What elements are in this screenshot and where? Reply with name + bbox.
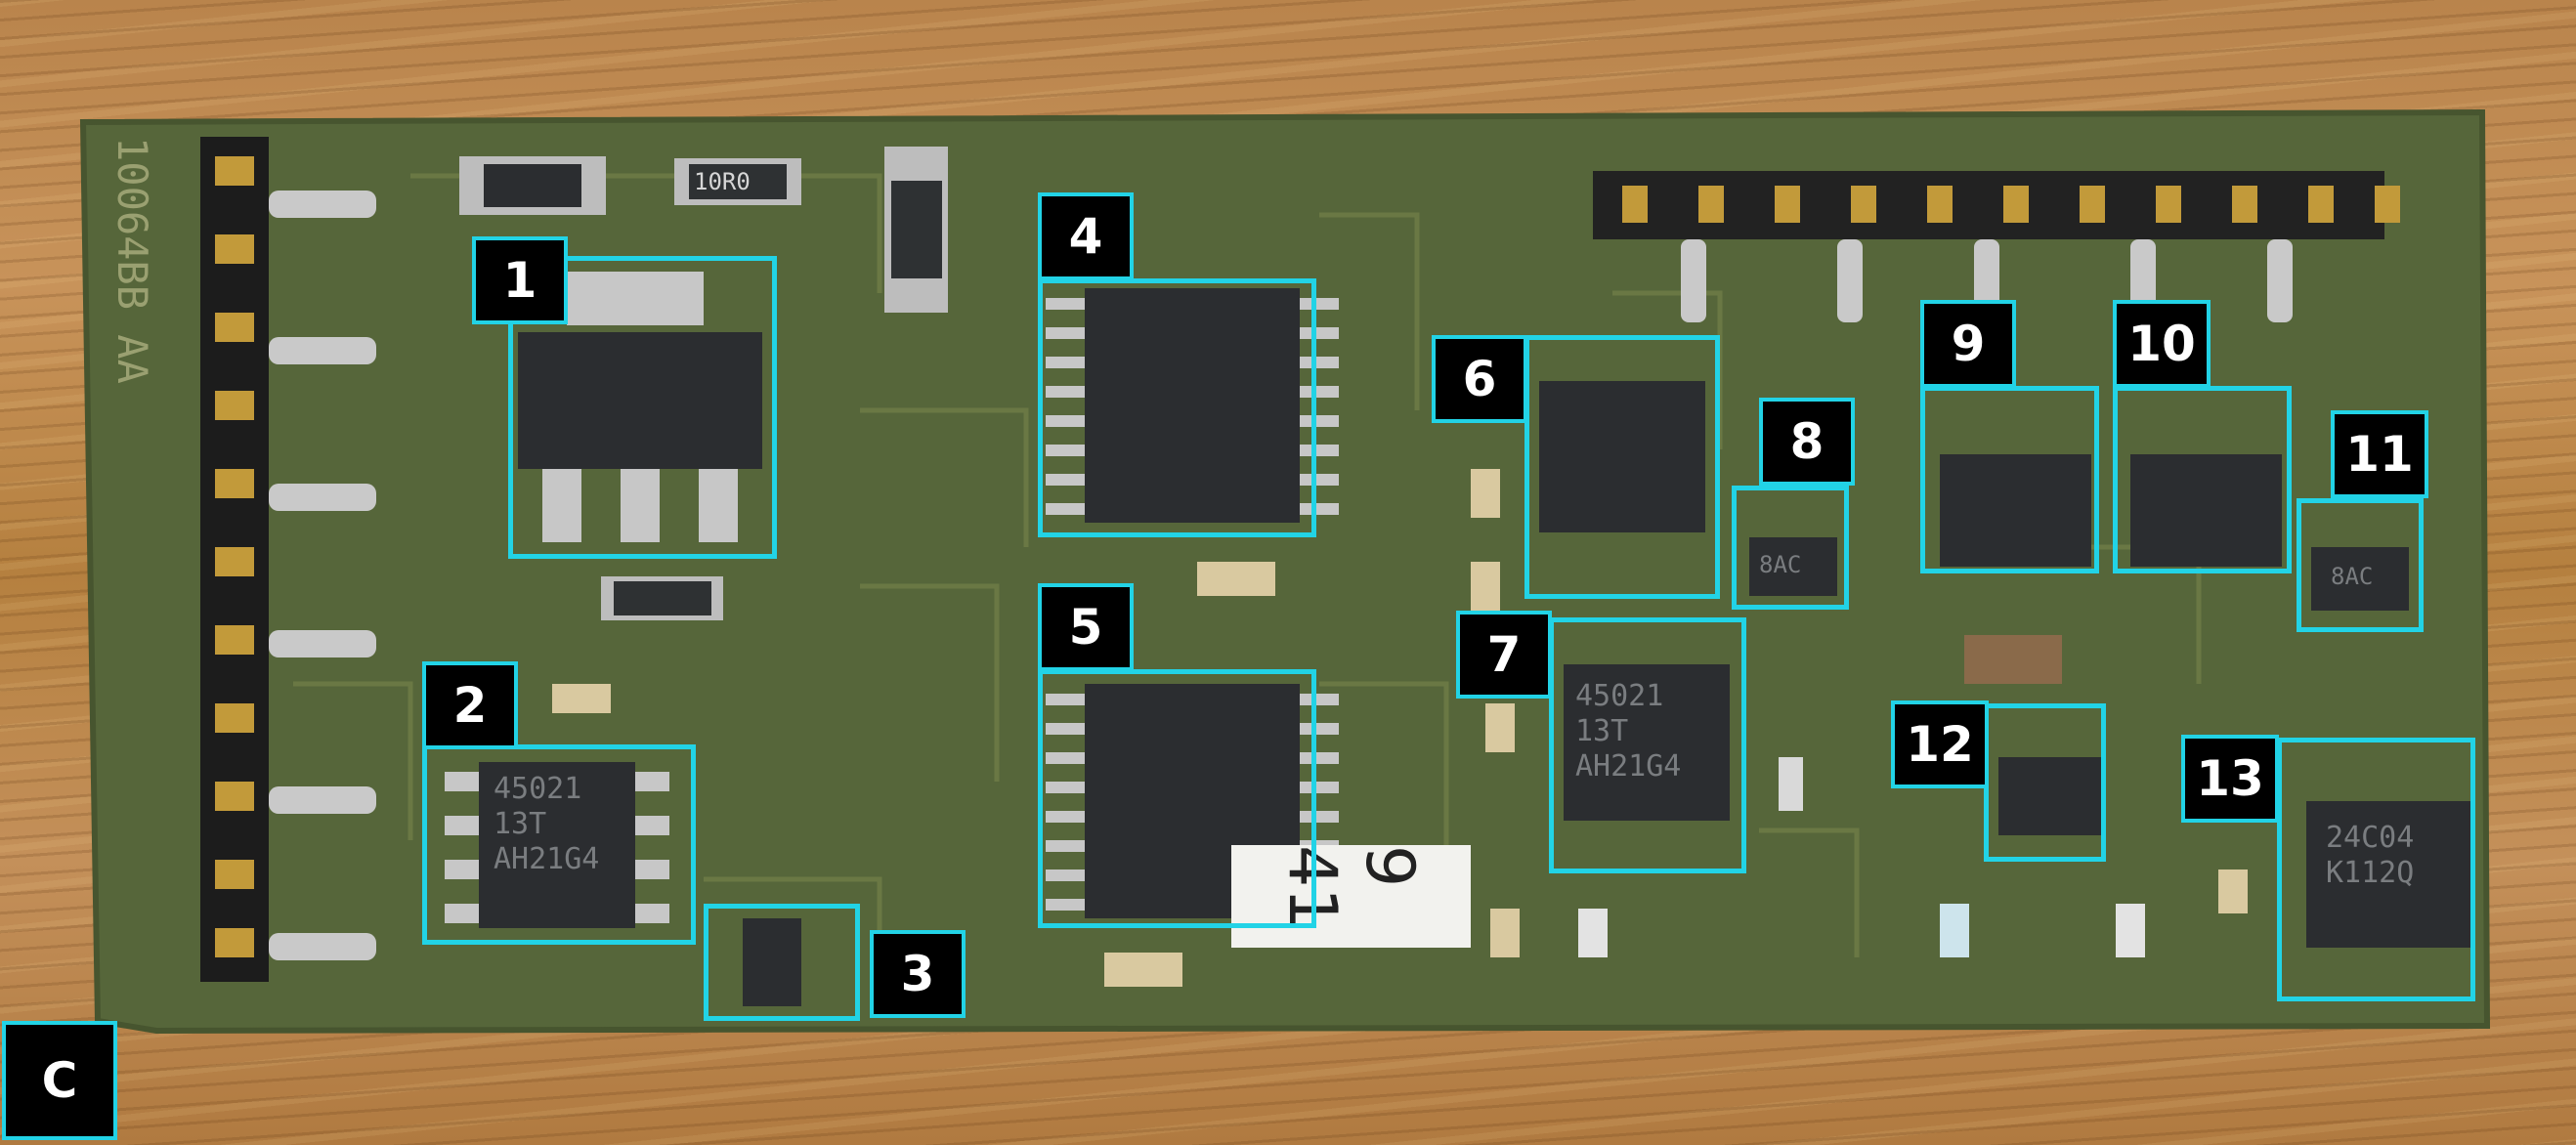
regulator-body (518, 332, 762, 469)
chip7-marking: 45021 13T AH21G4 (1575, 679, 1682, 784)
label-6: 6 (1432, 335, 1527, 423)
label-11: 11 (2331, 410, 2428, 498)
label-5: 5 (1038, 583, 1134, 671)
label-9: 9 (1920, 300, 2016, 388)
board-id-silkscreen: 10064BB AA (108, 137, 156, 384)
chip6-body (1539, 381, 1705, 532)
left-header-pins (215, 156, 254, 957)
chip3-body (743, 918, 801, 1006)
annotation-box-7 (1549, 617, 1746, 873)
annotation-box-5 (1038, 669, 1316, 928)
annotation-box-11 (2297, 498, 2424, 632)
annotation-box-3 (704, 904, 860, 1021)
chip9-body (1940, 454, 2091, 567)
passive-components (459, 147, 2248, 987)
label-10: 10 (2113, 300, 2211, 388)
chip8-body (1749, 537, 1837, 596)
panel-label-c: C (2, 1021, 117, 1140)
annotation-box-9 (1920, 386, 2099, 573)
label-7: 7 (1456, 611, 1552, 699)
label-8: 8 (1759, 398, 1855, 486)
annotation-box-13 (2277, 738, 2475, 1001)
label-4: 4 (1038, 192, 1134, 280)
regulator-tab (567, 272, 704, 325)
top-header-pins (1622, 186, 2400, 223)
chip10-body (2130, 454, 2282, 567)
chip2-marking: 45021 13T AH21G4 (494, 772, 600, 876)
label-12: 12 (1891, 700, 1989, 788)
chip7-body (1564, 664, 1730, 821)
annotation-box-10 (2113, 386, 2292, 573)
left-header-leads (269, 191, 376, 960)
chip12-body (1998, 757, 2101, 835)
chip2-body (479, 762, 635, 928)
label-1: 1 (472, 236, 568, 324)
chip8-marking: 8AC (1759, 551, 1802, 578)
annotation-box-2 (422, 744, 696, 945)
label-13: 13 (2181, 735, 2279, 823)
resistor-marking: 10R0 (694, 168, 751, 195)
label-2: 2 (422, 661, 518, 749)
annotation-box-8 (1732, 486, 1849, 610)
annotation-box-1 (508, 256, 777, 559)
chip13-body (2306, 801, 2472, 948)
chip13-marking: 24C04 K112Q (2326, 821, 2415, 890)
chip11-marking: 8AC (2331, 563, 2374, 590)
chip4-body (1085, 288, 1300, 523)
label-3: 3 (870, 930, 966, 1018)
annotation-box-4 (1038, 278, 1316, 537)
chip11-body (2311, 547, 2409, 611)
annotation-box-6 (1524, 335, 1720, 599)
annotation-box-12 (1984, 703, 2106, 862)
